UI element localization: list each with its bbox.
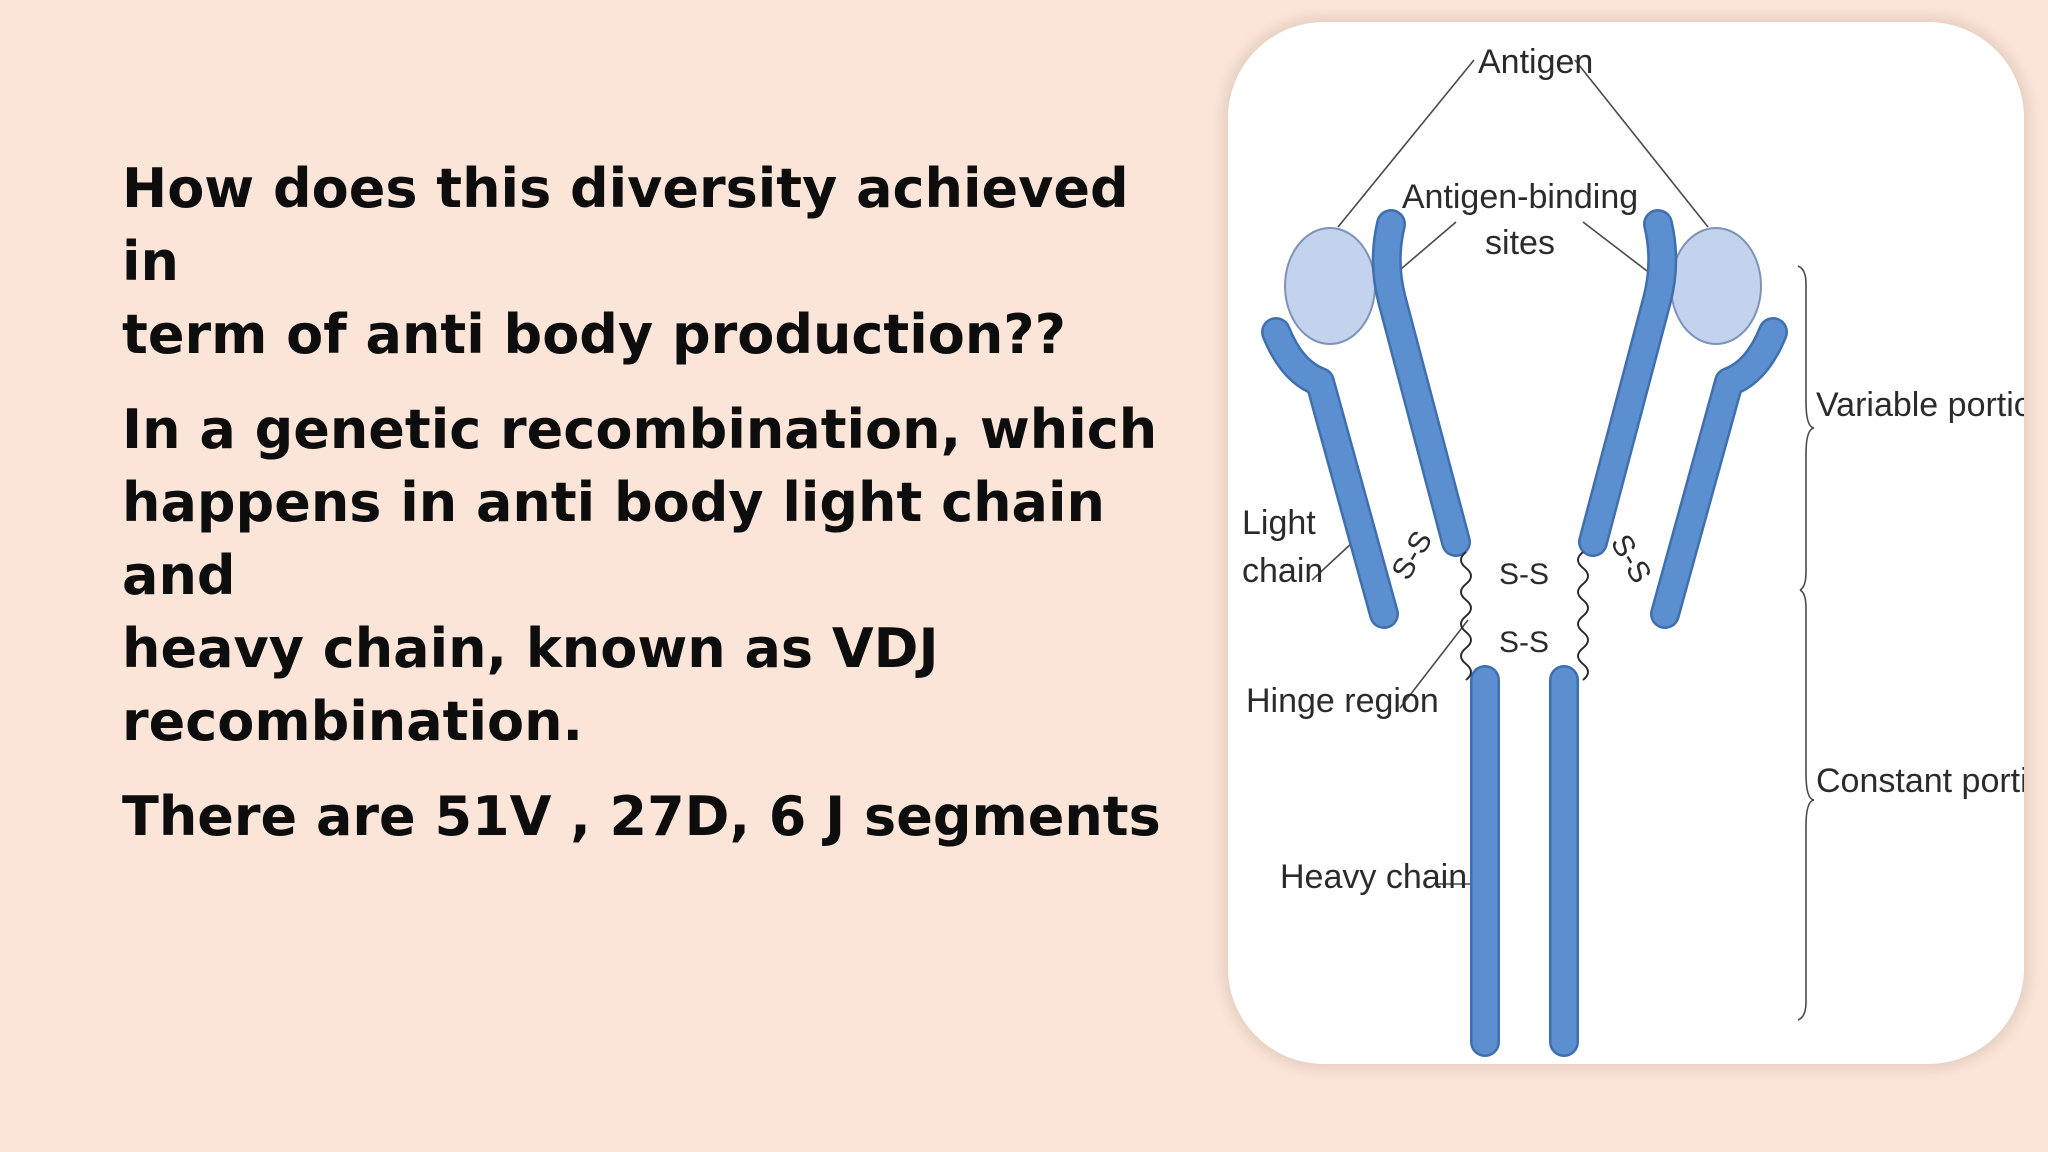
label-antigen: Antigen <box>1478 43 1593 81</box>
heavy-chain-left-upper <box>1374 211 1469 555</box>
label-variable-portion: Variable portion <box>1816 386 2024 424</box>
antigen-leader-right <box>1574 59 1709 228</box>
label-constant-portion: Constant portion <box>1816 762 2024 800</box>
constant-portion-brace <box>1797 589 1815 1021</box>
label-disulfide-left: S-S <box>1385 526 1439 586</box>
hinge-region-leader <box>1399 619 1469 709</box>
hinge-region-lines <box>1460 551 1589 681</box>
antibody-diagram: Antigen Antigen-binding sites Variable p… <box>1242 43 2024 1057</box>
binding-site-leader-left <box>1400 221 1457 270</box>
heavy-chain-right-upper <box>1580 211 1675 555</box>
label-light-2: chain <box>1242 552 1323 590</box>
binding-site-leader-right <box>1582 221 1648 272</box>
hinge-wave-left <box>1460 551 1472 681</box>
slide-text-block: How does this diversity achieved in term… <box>122 152 1182 875</box>
label-binding-sites-2: sites <box>1485 224 1555 262</box>
chains <box>1261 209 1788 1057</box>
label-disulfide-right: S-S <box>1604 529 1658 589</box>
antigen-leader-left <box>1337 59 1475 228</box>
light-chain-leader <box>1311 541 1354 581</box>
label-light-1: Light <box>1242 504 1316 542</box>
antigen-right <box>1670 227 1762 345</box>
label-disulfide-hinge-bottom: S-S <box>1499 626 1549 659</box>
leader-lines <box>1311 59 1815 1021</box>
label-heavy-chain: Heavy chain <box>1280 858 1467 896</box>
variable-portion-brace <box>1797 265 1815 591</box>
label-hinge-region: Hinge region <box>1246 682 1439 720</box>
label-binding-sites-1: Antigen-binding <box>1402 178 1638 216</box>
antigen-left <box>1284 227 1376 345</box>
light-chain-right <box>1652 319 1786 627</box>
segments-text: There are 51V , 27D, 6 J segments <box>122 785 1161 848</box>
hinge-wave-right <box>1577 551 1589 681</box>
light-chain-left <box>1263 319 1397 627</box>
answer-text: In a genetic recombination, which happen… <box>122 398 1158 753</box>
antibody-diagram-card: Antigen Antigen-binding sites Variable p… <box>1228 22 2024 1064</box>
question-text: How does this diversity achieved in term… <box>122 157 1129 366</box>
label-disulfide-hinge-top: S-S <box>1499 558 1549 591</box>
